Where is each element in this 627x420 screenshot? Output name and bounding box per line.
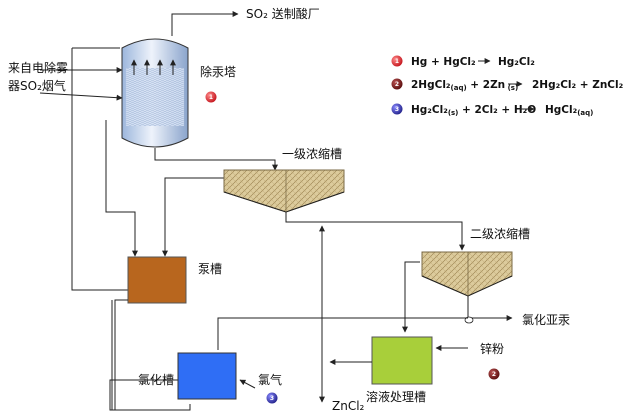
svg-text:Hg₂Cl₂: Hg₂Cl₂ (498, 56, 535, 68)
gas-inlet-label-2: 器SO₂烟气 (8, 78, 66, 93)
hg2cl2-out-line (467, 296, 513, 321)
hg2cl2-label: 氯化亚汞 (522, 313, 570, 327)
recycle-line-left (71, 47, 128, 291)
equation-legend: 1 Hg + HgCl₂ Hg₂Cl₂ 2 2HgCl₂(aq) + 2Zn (… (391, 55, 624, 117)
equation-1: 1 Hg + HgCl₂ Hg₂Cl₂ (391, 55, 535, 68)
mercury-removal-tower (121, 38, 189, 148)
gas-inlet-line-lower (39, 92, 123, 101)
so2-outlet-line (171, 11, 239, 36)
chlorination-tank-label: 氯化槽 (138, 373, 174, 387)
svg-text:2HgCl₂(aq) + 2Zn (s): 2HgCl₂(aq) + 2Zn (s) (411, 79, 518, 92)
solution-treatment-tank (371, 336, 433, 385)
pump-tank (127, 256, 187, 304)
svg-text:Hg₂Cl₂(s) + 2Cl₂ + H₂O: Hg₂Cl₂(s) + 2Cl₂ + H₂O (411, 104, 536, 117)
svg-text:1: 1 (209, 94, 213, 101)
zinc-powder-label: 锌粉 (480, 342, 504, 356)
tower-to-pump-line (105, 120, 138, 257)
zncl2-label: ZnCl₂ (332, 399, 365, 413)
secondary-thickener (421, 251, 513, 297)
tank1-to-tank2-line (285, 212, 465, 251)
chlorine-reaction-marker: 3 (266, 392, 278, 404)
so2-outlet-label: SO₂ 送制酸厂 (246, 6, 320, 21)
chlorination-loop-line (111, 300, 191, 411)
tank1-overflow-line (162, 177, 225, 257)
tower-updraft-arrows (131, 59, 176, 75)
tank1-label: 一级浓缩槽 (282, 146, 342, 161)
pump-tank-label: 泵槽 (198, 262, 222, 276)
chlorination-tank (177, 352, 237, 400)
solution-tank-label: 溶液处理槽 (366, 389, 426, 404)
svg-text:2Hg₂Cl₂ + ZnCl₂: 2Hg₂Cl₂ + ZnCl₂ (532, 79, 624, 91)
chlorine-feed-line (239, 379, 256, 389)
tank2-to-solution-line (402, 261, 420, 333)
equation-3: 3 Hg₂Cl₂(s) + 2Cl₂ + H₂O HgCl₂(aq) (391, 103, 593, 117)
tower-reaction-marker: 1 (205, 91, 217, 103)
tower-label: 除汞塔 (200, 64, 236, 79)
svg-text:HgCl₂(aq): HgCl₂(aq) (545, 104, 593, 117)
equation-2: 2 2HgCl₂(aq) + 2Zn (s) 2Hg₂Cl₂ + ZnCl₂ (391, 78, 624, 92)
svg-text:3: 3 (395, 106, 399, 113)
return-line-top (217, 317, 468, 350)
gas-inlet-label-1: 来自电除雾 (8, 60, 68, 75)
tank2-label: 二级浓缩槽 (470, 226, 530, 241)
tower-to-tank1-line (154, 148, 278, 171)
zinc-reaction-marker: 2 (488, 368, 500, 380)
primary-thickener (223, 169, 345, 213)
svg-text:2: 2 (395, 81, 399, 88)
svg-text:2: 2 (492, 371, 496, 378)
chlorination-to-pump-line (109, 299, 178, 411)
svg-text:Hg + HgCl₂: Hg + HgCl₂ (411, 56, 476, 68)
svg-text:3: 3 (270, 395, 274, 402)
chlorine-label: 氯气 (258, 372, 282, 387)
svg-text:1: 1 (395, 58, 399, 65)
